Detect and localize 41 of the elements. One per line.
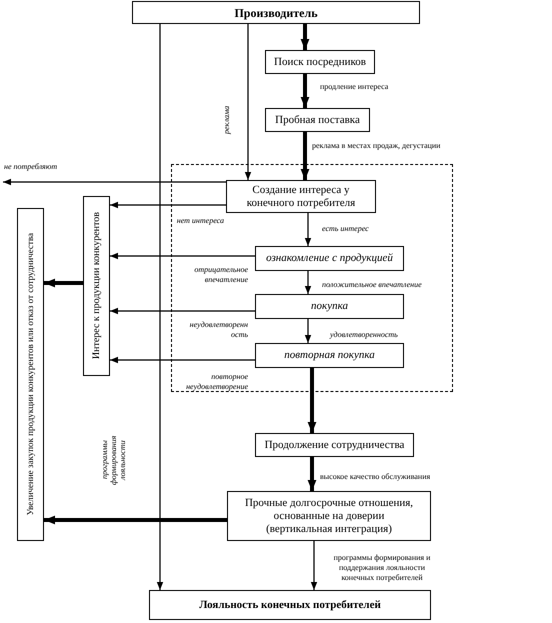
edge-label: положительное впечатление (322, 280, 423, 290)
process-box: Интерес к продукции конкурентов (83, 196, 110, 376)
process-box: ознакомление с продукцией (255, 246, 404, 271)
edge-label: реклама в местах продаж, дегустации (312, 141, 442, 151)
arrow (304, 319, 312, 343)
edge-label: удовлетворенность (330, 330, 399, 340)
process-box: Поиск посредников (265, 50, 375, 74)
edge-label: отрицательное впечатление (193, 265, 248, 285)
arrow (304, 213, 312, 246)
arrow (44, 516, 227, 524)
process-box: Лояльность конечных потребителей (149, 590, 431, 620)
arrow (110, 356, 255, 364)
arrow (156, 24, 164, 590)
arrow (300, 24, 310, 50)
arrow (44, 278, 83, 288)
arrow (300, 132, 310, 180)
process-box: Увеличение закупок продукции конкурентов или отказ от сотрудничества (17, 208, 44, 541)
arrow (3, 178, 226, 186)
process-box: Создание интереса у конечного потребителя (226, 180, 376, 213)
edge-label: высокое качество обслуживания (320, 472, 432, 482)
edge-label: нет интереса (176, 216, 224, 226)
edge-label: есть интерес (322, 224, 370, 234)
arrow (110, 202, 226, 208)
arrow (300, 74, 310, 108)
arrow (110, 308, 255, 314)
process-box: повторная покупка (255, 343, 404, 368)
arrow (110, 252, 255, 260)
edge-label: повторное неудовлетворение (185, 372, 248, 392)
process-box: Пробная поставка (265, 108, 370, 132)
process-box: Производитель (132, 1, 420, 24)
arrow (308, 457, 316, 491)
process-box: Продолжение сотрудничества (255, 433, 414, 457)
edge-label: неудовлетворенность (188, 320, 248, 340)
arrow (304, 271, 312, 294)
edge-label: продление интереса (320, 82, 390, 92)
process-box: покупка (255, 294, 404, 319)
arrow (310, 541, 318, 590)
arrow (244, 24, 252, 180)
edge-label: программы формирования и поддержания лояльности конечных потребителей (332, 553, 432, 583)
edge-label: не потребляют (4, 162, 58, 172)
process-box: Прочные долгосрочные отношения, основанные на доверии (вертикальная интеграция) (227, 491, 431, 541)
